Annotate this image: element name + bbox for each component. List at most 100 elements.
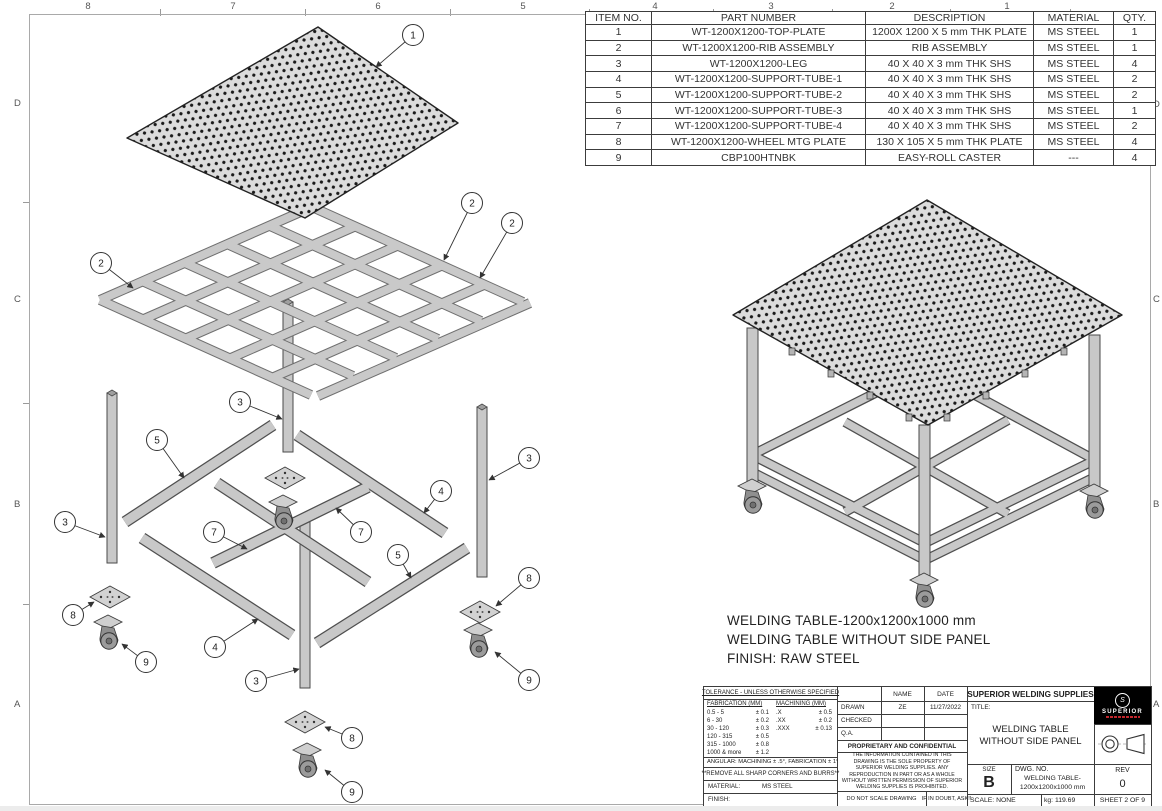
svg-text:7: 7: [358, 528, 364, 539]
rib-assembly: [97, 202, 533, 401]
bom-cell: ---: [1033, 149, 1114, 166]
svg-text:5: 5: [395, 551, 401, 562]
balloon-callout-1: 1: [375, 24, 424, 68]
bom-cell: 6: [585, 102, 652, 119]
machining-label: MACHINING (MM): [776, 701, 826, 707]
bom-cell: 130 X 105 X 5 mm THK PLATE: [865, 133, 1034, 151]
frame-right-line: [1150, 14, 1151, 805]
bom-cell: 1: [585, 24, 652, 41]
drawn-label: DRAWN: [841, 704, 865, 711]
svg-text:8: 8: [349, 734, 355, 745]
dwg-no-line1: WELDING TABLE-: [1024, 775, 1081, 782]
bom-cell: WT-1200X1200-RIB ASSEMBLY: [651, 39, 866, 57]
top-plate: [126, 26, 459, 219]
zone-row-label: A: [1153, 699, 1160, 710]
zone-column-label: 7: [230, 1, 236, 12]
sheet-number: SHEET 2 OF 9: [1099, 796, 1146, 804]
zone-tick: [305, 9, 306, 16]
drawing-title-line2: WITHOUT SIDE PANEL: [979, 735, 1082, 747]
zone-tick: [450, 9, 451, 16]
note-line: WELDING TABLE-1200x1200x1000 mm: [727, 613, 976, 628]
frame-bottom-line: [29, 804, 1150, 805]
zone-column-label: 5: [520, 1, 526, 12]
balloon-callout-5: 5: [387, 544, 412, 579]
balloon-callout-2: 2: [479, 212, 523, 279]
do-not-scale-note: DO NOT SCALE DRAWING: [846, 795, 917, 802]
zone-column-label: 8: [85, 1, 91, 12]
size-value: B: [983, 773, 995, 791]
zone-row-label: B: [14, 499, 21, 510]
zone-column-label: 2: [889, 1, 895, 12]
wheel-plate: [89, 585, 131, 609]
svg-text:7: 7: [211, 528, 217, 539]
svg-text:8: 8: [70, 611, 76, 622]
finish-label: FINISH:: [708, 796, 731, 803]
svg-text:3: 3: [253, 677, 259, 688]
rev-label: REV: [1115, 767, 1130, 774]
balloon-callout-3: 3: [245, 667, 300, 692]
balloon-callout-4: 4: [204, 618, 259, 658]
bom-cell: WT-1200X1200-SUPPORT-TUBE-3: [651, 102, 866, 119]
bom-cell: MS STEEL: [1033, 24, 1114, 41]
bom-cell: 4: [585, 70, 652, 88]
exploded-view: [89, 26, 533, 778]
bom-column-header: QTY.: [1113, 11, 1156, 25]
support-tubes: [121, 419, 471, 649]
bom-cell: MS STEEL: [1033, 117, 1114, 135]
zone-row-label: C: [14, 294, 21, 305]
svg-text:3: 3: [62, 518, 68, 529]
dwg-no-line2: 1200x1200x1000 mm: [1019, 784, 1086, 791]
balloon-callout-7: 7: [335, 507, 372, 543]
bom-cell: 2: [1113, 70, 1156, 88]
tolerance-row: 30 - 120± 0.3: [707, 726, 769, 732]
bom-cell: 40 X 40 X 3 mm THK SHS: [865, 117, 1034, 135]
bom-cell: 2: [585, 39, 652, 57]
zone-row-label: A: [14, 699, 21, 710]
bom-cell: WT-1200X1200-LEG: [651, 55, 866, 72]
bom-cell: RIB ASSEMBLY: [865, 39, 1034, 57]
svg-text:2: 2: [509, 219, 515, 230]
bom-cell: 3: [585, 55, 652, 72]
bom-cell: 40 X 40 X 3 mm THK SHS: [865, 102, 1034, 119]
bom-column-header: DESCRIPTION: [865, 11, 1034, 25]
bom-cell: WT-1200X1200-SUPPORT-TUBE-1: [651, 70, 866, 88]
bom-cell: WT-1200X1200-TOP-PLATE: [651, 24, 866, 41]
zone-tick: [160, 9, 161, 16]
scale-value: SCALE: NONE: [970, 796, 1016, 804]
bom-cell: 1: [1113, 39, 1156, 57]
zone-tick: [23, 403, 30, 404]
zone-tick: [23, 202, 30, 203]
balloon-callout-2: 2: [90, 252, 134, 289]
svg-text:9: 9: [349, 788, 355, 799]
balloon-callout-3: 3: [229, 391, 283, 420]
company-logo: S SUPERIOR: [1094, 687, 1151, 724]
svg-text:5: 5: [154, 436, 160, 447]
bom-cell: WT-1200X1200-SUPPORT-TUBE-4: [651, 117, 866, 135]
zone-column-label: 4: [652, 1, 658, 12]
svg-text:8: 8: [526, 574, 532, 585]
bom-cell: 8: [585, 133, 652, 151]
bom-cell: 40 X 40 X 3 mm THK SHS: [865, 86, 1034, 104]
balloon-callout-9: 9: [494, 651, 540, 691]
title-block: TOLERANCE - UNLESS OTHERWISE SPECIFIED F…: [702, 686, 1152, 807]
bom-cell: 9: [585, 149, 652, 166]
window-bottom-strip: [0, 806, 1162, 811]
date-header: DATE: [937, 690, 954, 698]
dwg-no-label: DWG. NO.: [1015, 766, 1049, 773]
zone-column-label: 6: [375, 1, 381, 12]
tolerance-row: 1000 & more± 1.2: [707, 750, 769, 756]
note-line: FINISH: RAW STEEL: [727, 651, 860, 666]
bom-cell: MS STEEL: [1033, 39, 1114, 57]
bom-cell: CBP100HTNBK: [651, 149, 866, 166]
fabrication-label: FABRICATION (MM): [707, 701, 763, 707]
logo-emblem-icon: S: [1115, 693, 1130, 708]
bom-cell: MS STEEL: [1033, 70, 1114, 88]
if-in-doubt-note: IF IN DOUBT, ASK!!: [921, 795, 972, 802]
caster: [909, 572, 939, 608]
